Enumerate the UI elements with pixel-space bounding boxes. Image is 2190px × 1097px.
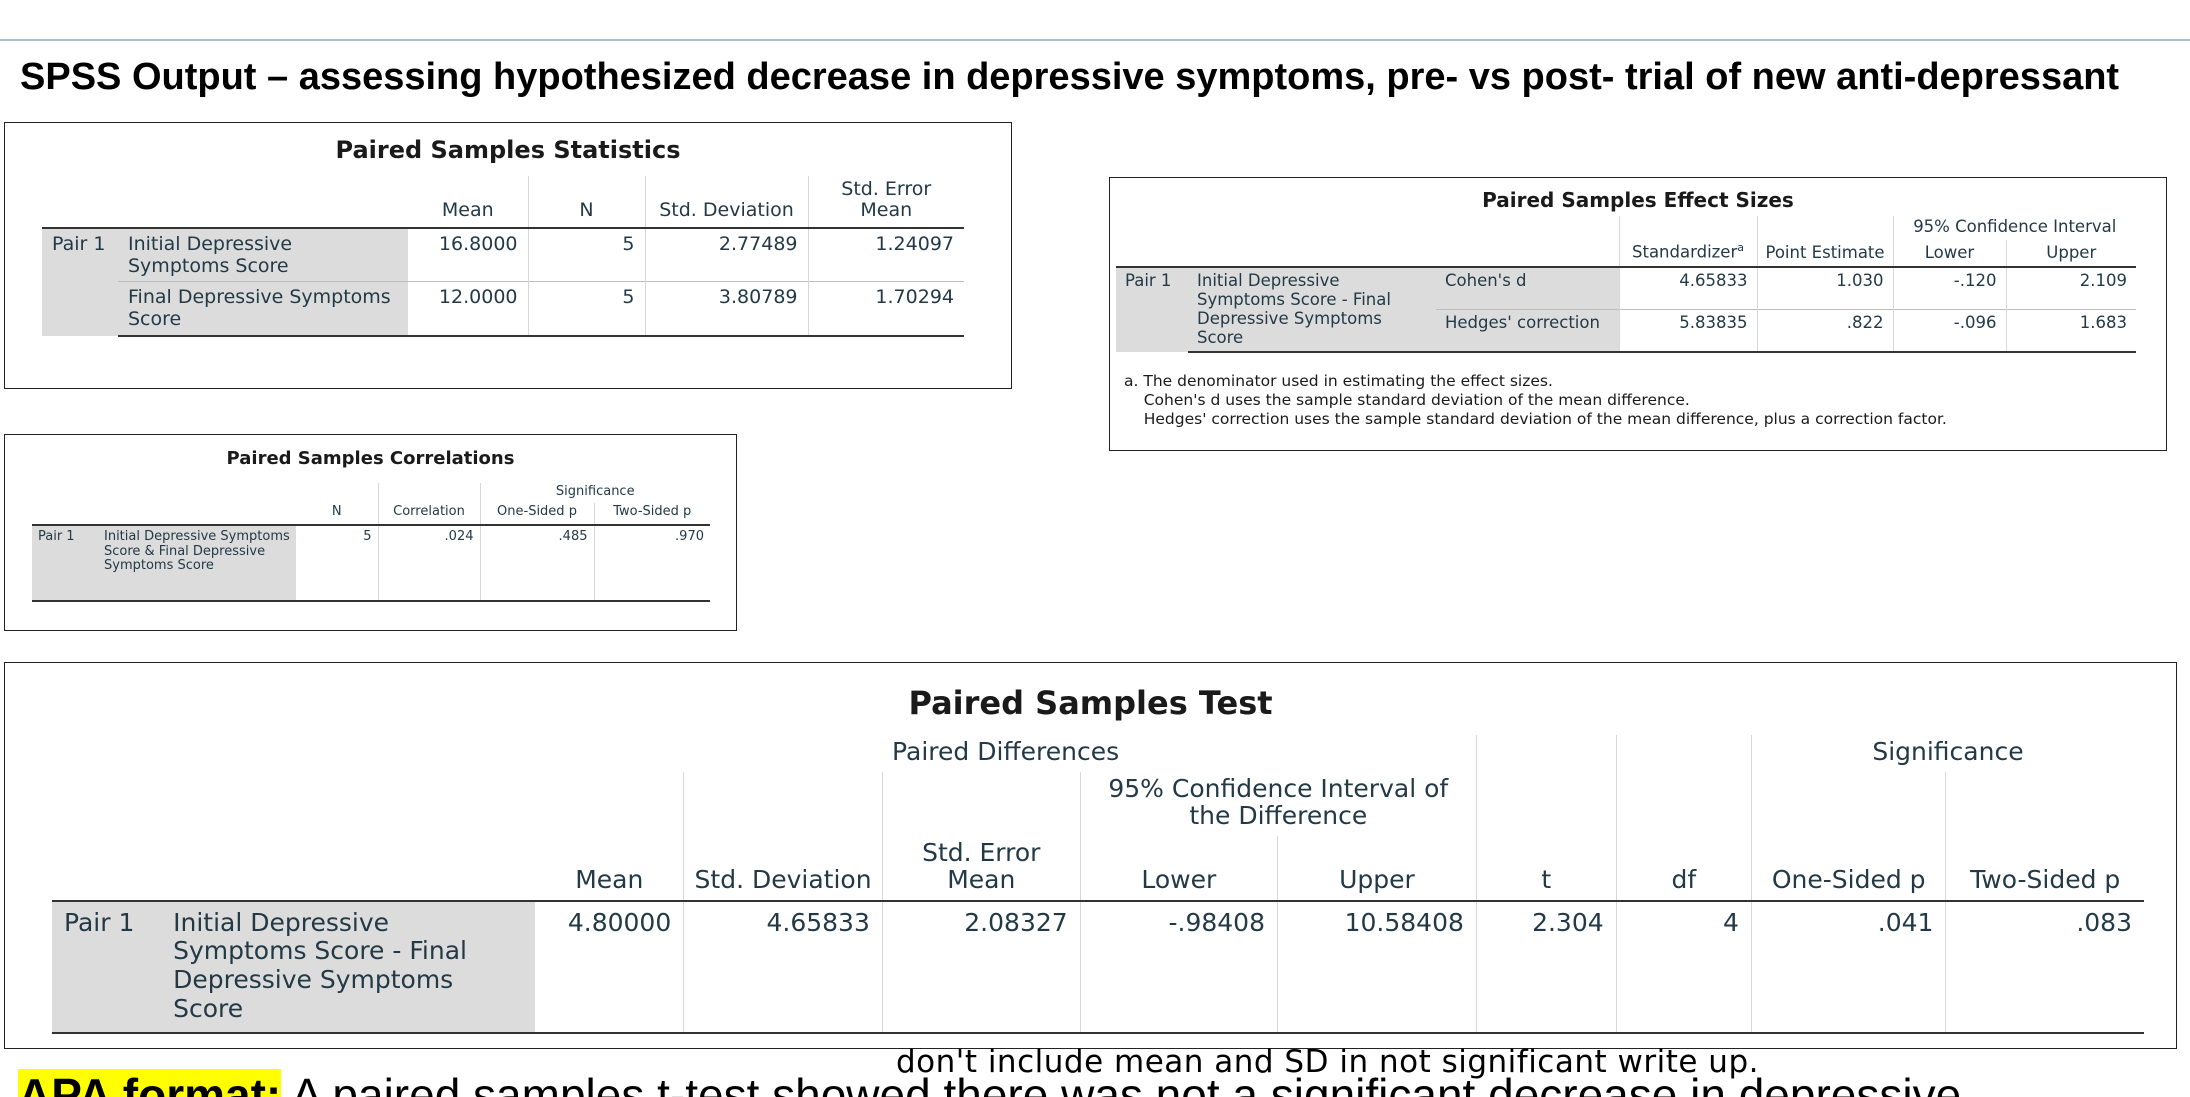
cell-se: 1.70294 — [807, 281, 964, 338]
cell-t: 2.304 — [1475, 900, 1617, 1034]
page-title: SPSS Output – assessing hypothesized dec… — [20, 56, 2120, 98]
cell-sd: 3.80789 — [644, 281, 808, 338]
col-one-sided: One-Sided p — [479, 503, 594, 526]
effect-sizes-title: Paired Samples Effect Sizes — [1482, 188, 1794, 212]
col-standardizer: Standardizera — [1618, 240, 1757, 268]
cell-mean: 12.0000 — [408, 281, 528, 338]
pair-label: Pair 1 — [1116, 266, 1188, 352]
paired-differences-group: Paired Differences — [892, 737, 1120, 766]
ci-group: 95% Confidence Interval of the Differenc… — [1079, 771, 1477, 836]
cell-standardizer: 4.65833 — [1618, 266, 1757, 310]
cell-n: 5 — [296, 524, 378, 602]
ci-group: 95% Confidence Interval — [1892, 216, 2136, 241]
pair-label: Pair 1 — [52, 900, 162, 1034]
effect-sizes-table: 95% Confidence Interval Standardizera Po… — [1116, 216, 2136, 353]
apa-format-label: APA format: — [18, 1069, 282, 1097]
col-n: N — [527, 176, 645, 229]
cell-sd: 4.65833 — [683, 900, 883, 1034]
significance-group: Significance — [1750, 735, 2144, 772]
col-df: df — [1615, 835, 1752, 902]
apa-text: A paired samples t-test showed there was… — [281, 1069, 1962, 1097]
handwritten-note: don't include mean and SD in not signifi… — [896, 1044, 1759, 1080]
col-lower: Lower — [1892, 240, 2006, 268]
col-lower: Lower — [1079, 835, 1278, 902]
effect-footnote-1: a. The denominator used in estimating th… — [1124, 372, 1553, 390]
pair-label: Pair 1 — [42, 227, 118, 337]
paired-corr-table: Significance N Correlation One-Sided p T… — [32, 483, 710, 602]
cell-correlation: .024 — [377, 524, 480, 602]
cell-mean: 16.8000 — [438, 232, 518, 255]
effect-footnote-3: Hedges' correction uses the sample stand… — [1124, 410, 1947, 428]
paired-stats-table: Mean N Std. Deviation Std. Error Mean Pa… — [42, 176, 964, 338]
cell-se: 2.08327 — [881, 900, 1081, 1034]
cell-lower: -.98408 — [1079, 900, 1278, 1034]
row-label: Initial Depressive Symptoms Score - Fina… — [1188, 266, 1436, 353]
row-label: Initial Depressive Symptoms Score - Fina… — [161, 900, 536, 1034]
col-upper: Upper — [1276, 835, 1477, 902]
measure-label: Cohen's d — [1436, 266, 1619, 310]
col-std-dev: Std. Deviation — [644, 176, 808, 229]
col-two-sided: Two-Sided p — [1945, 835, 2144, 902]
apa-writeup: APA format: A paired samples t-test show… — [18, 1068, 1961, 1097]
cell-point: 1.030 — [1756, 266, 1893, 310]
col-upper: Upper — [2005, 240, 2136, 268]
cell-two-sided: .970 — [593, 524, 710, 602]
measure-label: Hedges' correction — [1436, 308, 1619, 353]
cell-upper: 2.109 — [2005, 266, 2136, 310]
cell-lower: -.120 — [1892, 266, 2006, 310]
cell-one-sided: .041 — [1750, 900, 1946, 1034]
col-point-estimate: Point Estimate — [1756, 240, 1893, 268]
col-correlation: Correlation — [377, 503, 480, 526]
col-mean: Mean — [408, 176, 528, 229]
cell-lower: -.096 — [1892, 308, 2006, 353]
col-std-dev: Std. Deviation — [683, 835, 883, 902]
significance-group: Significance — [479, 483, 710, 504]
row-label: Initial Depressive Symptoms Score & Fina… — [98, 524, 296, 602]
paired-stats-title: Paired Samples Statistics — [335, 136, 681, 164]
cell-standardizer: 5.83835 — [1618, 308, 1757, 353]
col-t: t — [1475, 835, 1617, 902]
cell-n: 5 — [527, 227, 645, 282]
cell-n: 5 — [527, 281, 645, 338]
cell-upper: 10.58408 — [1276, 900, 1477, 1034]
col-two-sided: Two-Sided p — [593, 503, 710, 526]
row-label: Initial Depressive Symptoms Score — [118, 227, 408, 282]
cell-df: 4 — [1615, 900, 1752, 1034]
row-label: Final Depressive Symptoms Score — [118, 281, 408, 338]
effect-footnote-2: Cohen's d uses the sample standard devia… — [1124, 391, 1690, 409]
paired-corr-title: Paired Samples Correlations — [226, 448, 515, 469]
cell-point: .822 — [1756, 308, 1893, 353]
col-std-err: Std. Error Mean — [807, 176, 964, 229]
top-divider — [0, 39, 2190, 41]
paired-test-table: Paired Differences Significance 95% Conf… — [52, 735, 2144, 1034]
col-one-sided: One-Sided p — [1750, 835, 1946, 902]
col-mean: Mean — [535, 835, 684, 902]
cell-two-sided: .083 — [1945, 900, 2144, 1034]
col-n: N — [296, 503, 378, 526]
cell-upper: 1.683 — [2005, 308, 2136, 353]
cell-sd: 2.77489 — [644, 227, 808, 282]
cell-one-sided: .485 — [479, 524, 594, 602]
cell-mean: 4.80000 — [535, 900, 684, 1034]
pair-label: Pair 1 — [32, 524, 98, 602]
col-std-err: Std. Error Mean — [881, 835, 1081, 902]
cell-se: 1.24097 — [807, 227, 964, 282]
paired-test-title: Paired Samples Test — [908, 684, 1273, 722]
